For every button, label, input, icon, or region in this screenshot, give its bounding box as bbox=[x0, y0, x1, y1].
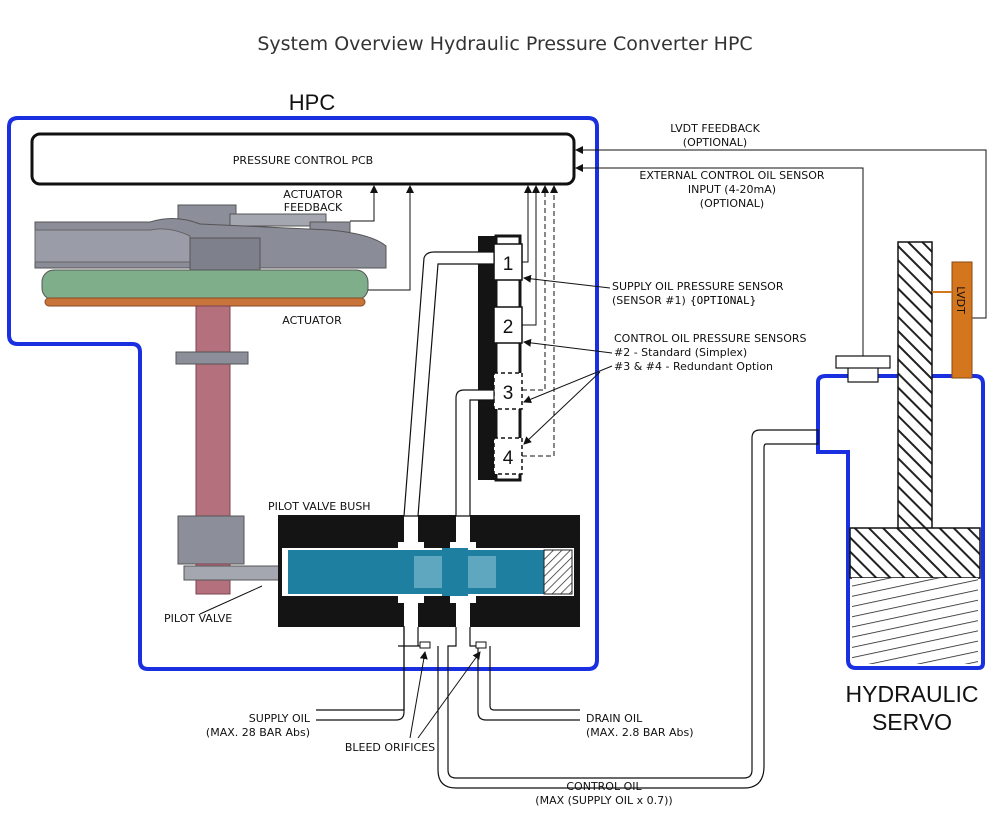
supply-oil-line bbox=[316, 626, 405, 721]
control-sensors-redundant: #3 & #4 - Redundant Option bbox=[614, 360, 773, 373]
sensor-4-signal bbox=[522, 185, 558, 457]
sensor-3-signal bbox=[522, 185, 549, 391]
drain-oil-pipe bbox=[469, 627, 580, 721]
sensor-1-signal bbox=[522, 185, 532, 263]
actuator-signal-line bbox=[368, 185, 414, 291]
pcb-label: PRESSURE CONTROL PCB bbox=[233, 154, 373, 167]
supply-sense-passage bbox=[403, 251, 495, 517]
lvdt-sensor bbox=[951, 261, 973, 379]
servo-label-1: HYDRAULIC bbox=[846, 681, 979, 707]
supply-sensor-leader bbox=[523, 274, 611, 289]
actuator bbox=[41, 269, 369, 307]
control-oil-label: CONTROL OIL bbox=[566, 780, 642, 793]
servo-sensor-cap bbox=[835, 355, 891, 369]
hpc-label: HPC bbox=[289, 90, 336, 115]
actuator-shaft bbox=[175, 305, 335, 595]
pilot-valve-leader bbox=[199, 585, 263, 615]
sensor-2-number: 2 bbox=[503, 317, 514, 338]
lvdt-feedback-label: LVDT FEEDBACK bbox=[670, 122, 760, 135]
sensor-3: 3 bbox=[493, 372, 523, 410]
sensor-1: 1 bbox=[493, 243, 523, 281]
actuator-feedback-mechanism bbox=[34, 204, 387, 271]
control-sense-passage bbox=[455, 389, 495, 517]
supply-oil-label: SUPPLY OIL bbox=[249, 712, 311, 725]
lvdt-feedback-line bbox=[575, 146, 987, 319]
pilot-valve-spool bbox=[288, 548, 573, 596]
page-title: System Overview Hydraulic Pressure Conve… bbox=[257, 33, 752, 55]
control-sensors-standard: #2 - Standard (Simplex) bbox=[614, 346, 747, 359]
external-sensor-line bbox=[575, 164, 864, 356]
supply-sensor-optional: {OPTIONAL} bbox=[690, 294, 756, 307]
sensor-1-number: 1 bbox=[503, 254, 514, 275]
external-sensor-label: EXTERNAL CONTROL OIL SENSOR bbox=[639, 169, 825, 182]
sensor-4-number: 4 bbox=[503, 448, 514, 469]
external-sensor-optional: (OPTIONAL) bbox=[700, 197, 764, 210]
actuator-label: ACTUATOR bbox=[282, 314, 342, 327]
sensor-2-signal bbox=[522, 185, 540, 326]
control-sensor-2-leader bbox=[523, 338, 613, 354]
supply-sensor-label: SUPPLY OIL PRESSURE SENSOR bbox=[612, 280, 784, 293]
supply-oil-max: (MAX. 28 BAR Abs) bbox=[206, 726, 310, 739]
bleed-orifice-control bbox=[475, 641, 487, 649]
actuator-feedback-label-2: FEEDBACK bbox=[284, 201, 343, 214]
drain-oil-max: (MAX. 2.8 BAR Abs) bbox=[586, 726, 694, 739]
pilot-valve-bush-label: PILOT VALVE BUSH bbox=[268, 500, 371, 513]
lvdt-feedback-optional: (OPTIONAL) bbox=[683, 136, 747, 149]
actuator-feedback-signal-line bbox=[350, 185, 378, 222]
bleed-orifices-label: BLEED ORIFICES bbox=[345, 741, 435, 754]
bleed-orifice-supply bbox=[419, 641, 431, 649]
control-sensor-4-leader bbox=[523, 371, 601, 445]
sensor-4: 4 bbox=[493, 437, 523, 475]
pressure-control-pcb bbox=[30, 132, 576, 186]
hpc-enclosure bbox=[7, 116, 599, 671]
servo-piston bbox=[849, 527, 981, 579]
pilot-valve-label: PILOT VALVE bbox=[164, 612, 232, 625]
control-oil-pipe bbox=[437, 429, 819, 789]
servo-spring bbox=[852, 578, 978, 664]
sensor-3-number: 3 bbox=[503, 383, 514, 404]
control-sensor-3-leader bbox=[523, 365, 613, 404]
bleed-orifice-leader-2 bbox=[417, 651, 481, 739]
actuator-feedback-label: ACTUATOR bbox=[283, 188, 343, 201]
control-oil-max: (MAX (SUPPLY OIL x 0.7)) bbox=[535, 794, 672, 807]
bleed-orifice-leader-1 bbox=[409, 651, 428, 739]
lvdt-label: LVDT bbox=[954, 286, 967, 314]
servo-piston-rod bbox=[897, 241, 933, 531]
drain-oil-label: DRAIN OIL bbox=[586, 712, 643, 725]
control-sensors-label: CONTROL OIL PRESSURE SENSORS bbox=[614, 332, 807, 345]
external-sensor-input: INPUT (4-20mA) bbox=[688, 183, 776, 196]
supply-sensor-sub: (SENSOR #1) bbox=[612, 294, 686, 307]
servo-label-2: SERVO bbox=[872, 709, 952, 735]
sensor-2: 2 bbox=[493, 306, 523, 344]
